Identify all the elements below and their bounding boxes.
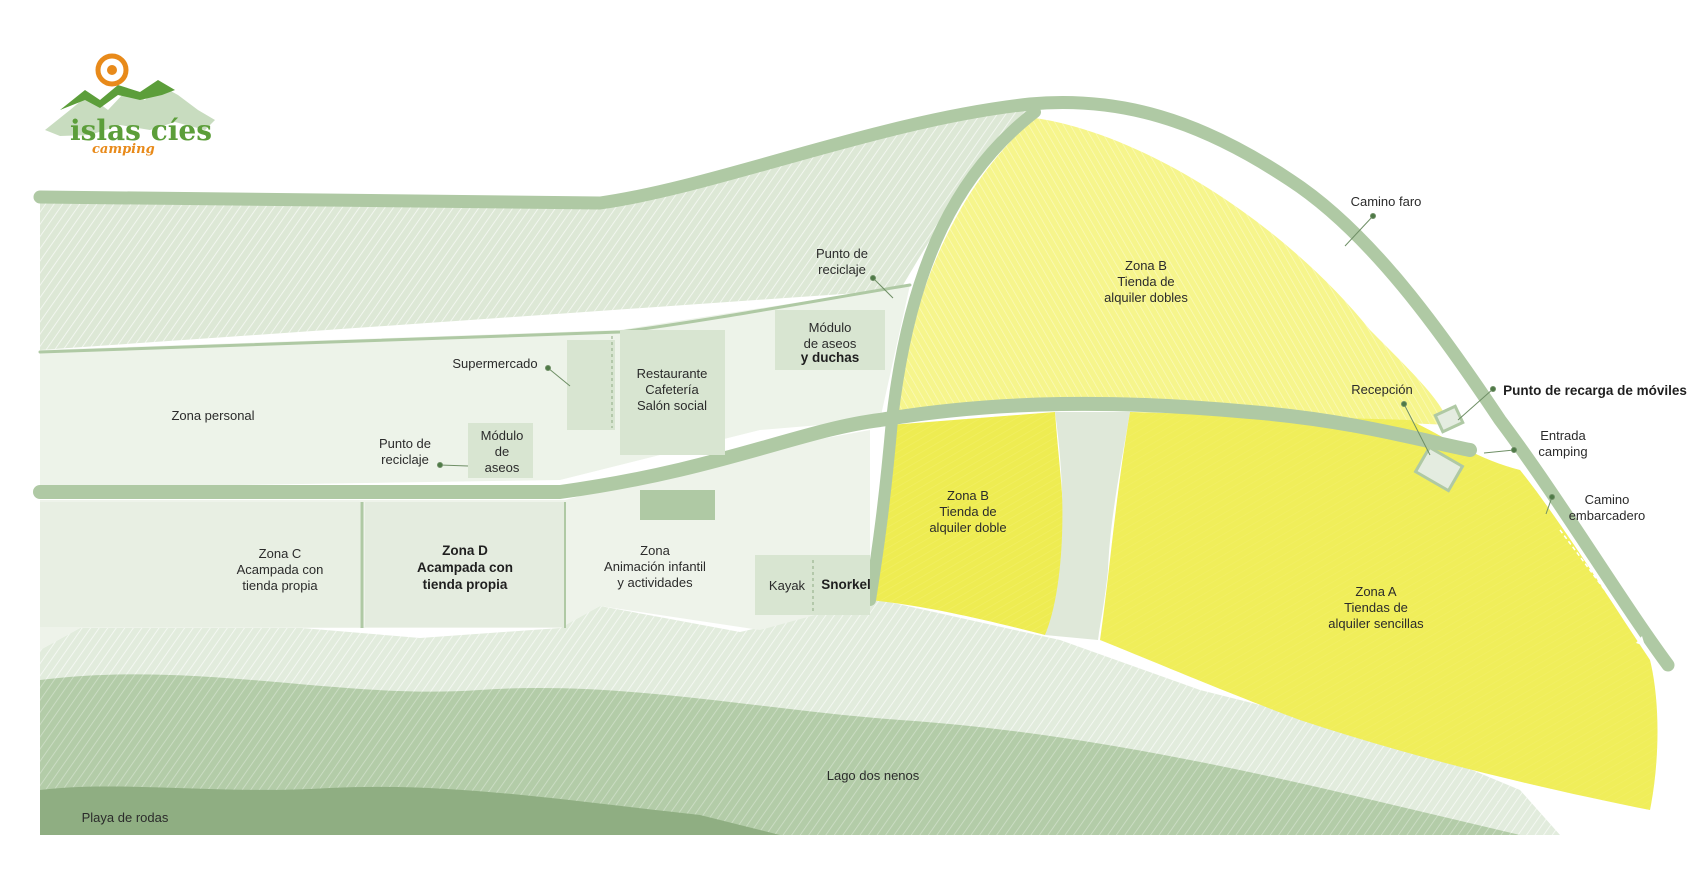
central-corridor <box>1045 412 1130 640</box>
main-paths <box>33 96 1675 672</box>
label-zona-a: alquiler sencillas <box>1328 616 1424 631</box>
label-zona-d: tienda propia <box>423 577 508 592</box>
label-zona-c: tienda propia <box>242 578 318 593</box>
label-zona-b-left: Tienda de <box>939 504 996 519</box>
upper-forest-area <box>40 105 1040 350</box>
label-zona-a: Tiendas de <box>1344 600 1408 615</box>
label-zona-c: Zona C <box>259 546 302 561</box>
supermercado-building <box>567 340 615 430</box>
label-zona-animacion: y actividades <box>617 575 693 590</box>
modulo-aseos-building <box>468 423 533 478</box>
label-restaurante: Restaurante <box>637 366 708 381</box>
label-restaurante: Salón social <box>637 398 707 413</box>
label-modulo-aseos-duchas: de aseos <box>804 336 857 351</box>
label-punto-reciclaje-top: reciclaje <box>818 262 866 277</box>
label-camino-faro: Camino faro <box>1351 194 1422 209</box>
label-zona-animacion: Animación infantil <box>604 559 706 574</box>
label-camino-embarcadero: Camino <box>1585 492 1630 507</box>
label-zona-a: Zona A <box>1355 584 1397 599</box>
map-labels: Zona personal Supermercado Restaurante C… <box>82 194 1687 825</box>
label-zona-d: Acampada con <box>417 560 513 575</box>
label-zona-animacion: Zona <box>640 543 670 558</box>
label-zona-b-top: Tienda de <box>1117 274 1174 289</box>
label-zona-personal: Zona personal <box>171 408 254 423</box>
label-punto-recarga: Punto de recarga de móviles <box>1503 383 1687 398</box>
camino-embarcadero-arrow <box>1559 529 1641 641</box>
zona-d-area <box>365 502 565 627</box>
punto-recarga-building <box>1433 404 1465 434</box>
label-modulo-aseos: aseos <box>485 460 520 475</box>
restaurante-building <box>620 330 725 455</box>
label-entrada: Entrada <box>1540 428 1586 443</box>
label-modulo-aseos: Módulo <box>481 428 524 443</box>
arrow-head <box>1204 155 1213 165</box>
label-zona-b-left: alquiler doble <box>929 520 1006 535</box>
label-zona-d: Zona D <box>442 543 488 558</box>
zona-b-top-area <box>895 118 1450 425</box>
label-punto-reciclaje-mid: reciclaje <box>381 452 429 467</box>
label-recepcion: Recepción <box>1351 382 1412 397</box>
label-lago: Lago dos nenos <box>827 768 920 783</box>
label-kayak: Kayak <box>769 578 806 593</box>
zona-c-area <box>40 502 360 627</box>
zona-a-area <box>1100 412 1658 810</box>
logo-name: islas cíes <box>70 114 212 147</box>
modulo-aseos-duchas-building <box>775 310 885 370</box>
label-zona-b-top: Zona B <box>1125 258 1167 273</box>
label-modulo-aseos-duchas: Módulo <box>809 320 852 335</box>
label-snorkel: Snorkel <box>821 577 871 592</box>
zona-b-left-area <box>870 412 1065 635</box>
label-restaurante: Cafetería <box>645 382 699 397</box>
label-entrada: camping <box>1538 444 1587 459</box>
label-punto-reciclaje-mid: Punto de <box>379 436 431 451</box>
camino-faro-arrow <box>1207 159 1361 291</box>
label-modulo-aseos: de <box>495 444 509 459</box>
label-modulo-aseos-duchas: y duchas <box>801 350 860 365</box>
leader-lines <box>437 213 1555 515</box>
islas-cies-logo: islas cíes camping <box>45 53 215 157</box>
label-zona-c: Acampada con <box>237 562 324 577</box>
entrance-gate <box>640 490 715 520</box>
label-zona-b-left: Zona B <box>947 488 989 503</box>
recepcion-building <box>1413 445 1465 493</box>
label-playa: Playa de rodas <box>82 810 169 825</box>
label-supermercado: Supermercado <box>452 356 537 371</box>
playa-area <box>40 786 780 835</box>
label-camino-embarcadero: embarcadero <box>1569 508 1646 523</box>
label-zona-b-top: alquiler dobles <box>1104 290 1188 305</box>
label-punto-reciclaje-top: Punto de <box>816 246 868 261</box>
logo-tagline: camping <box>92 142 155 157</box>
arrow-head <box>1636 636 1645 646</box>
